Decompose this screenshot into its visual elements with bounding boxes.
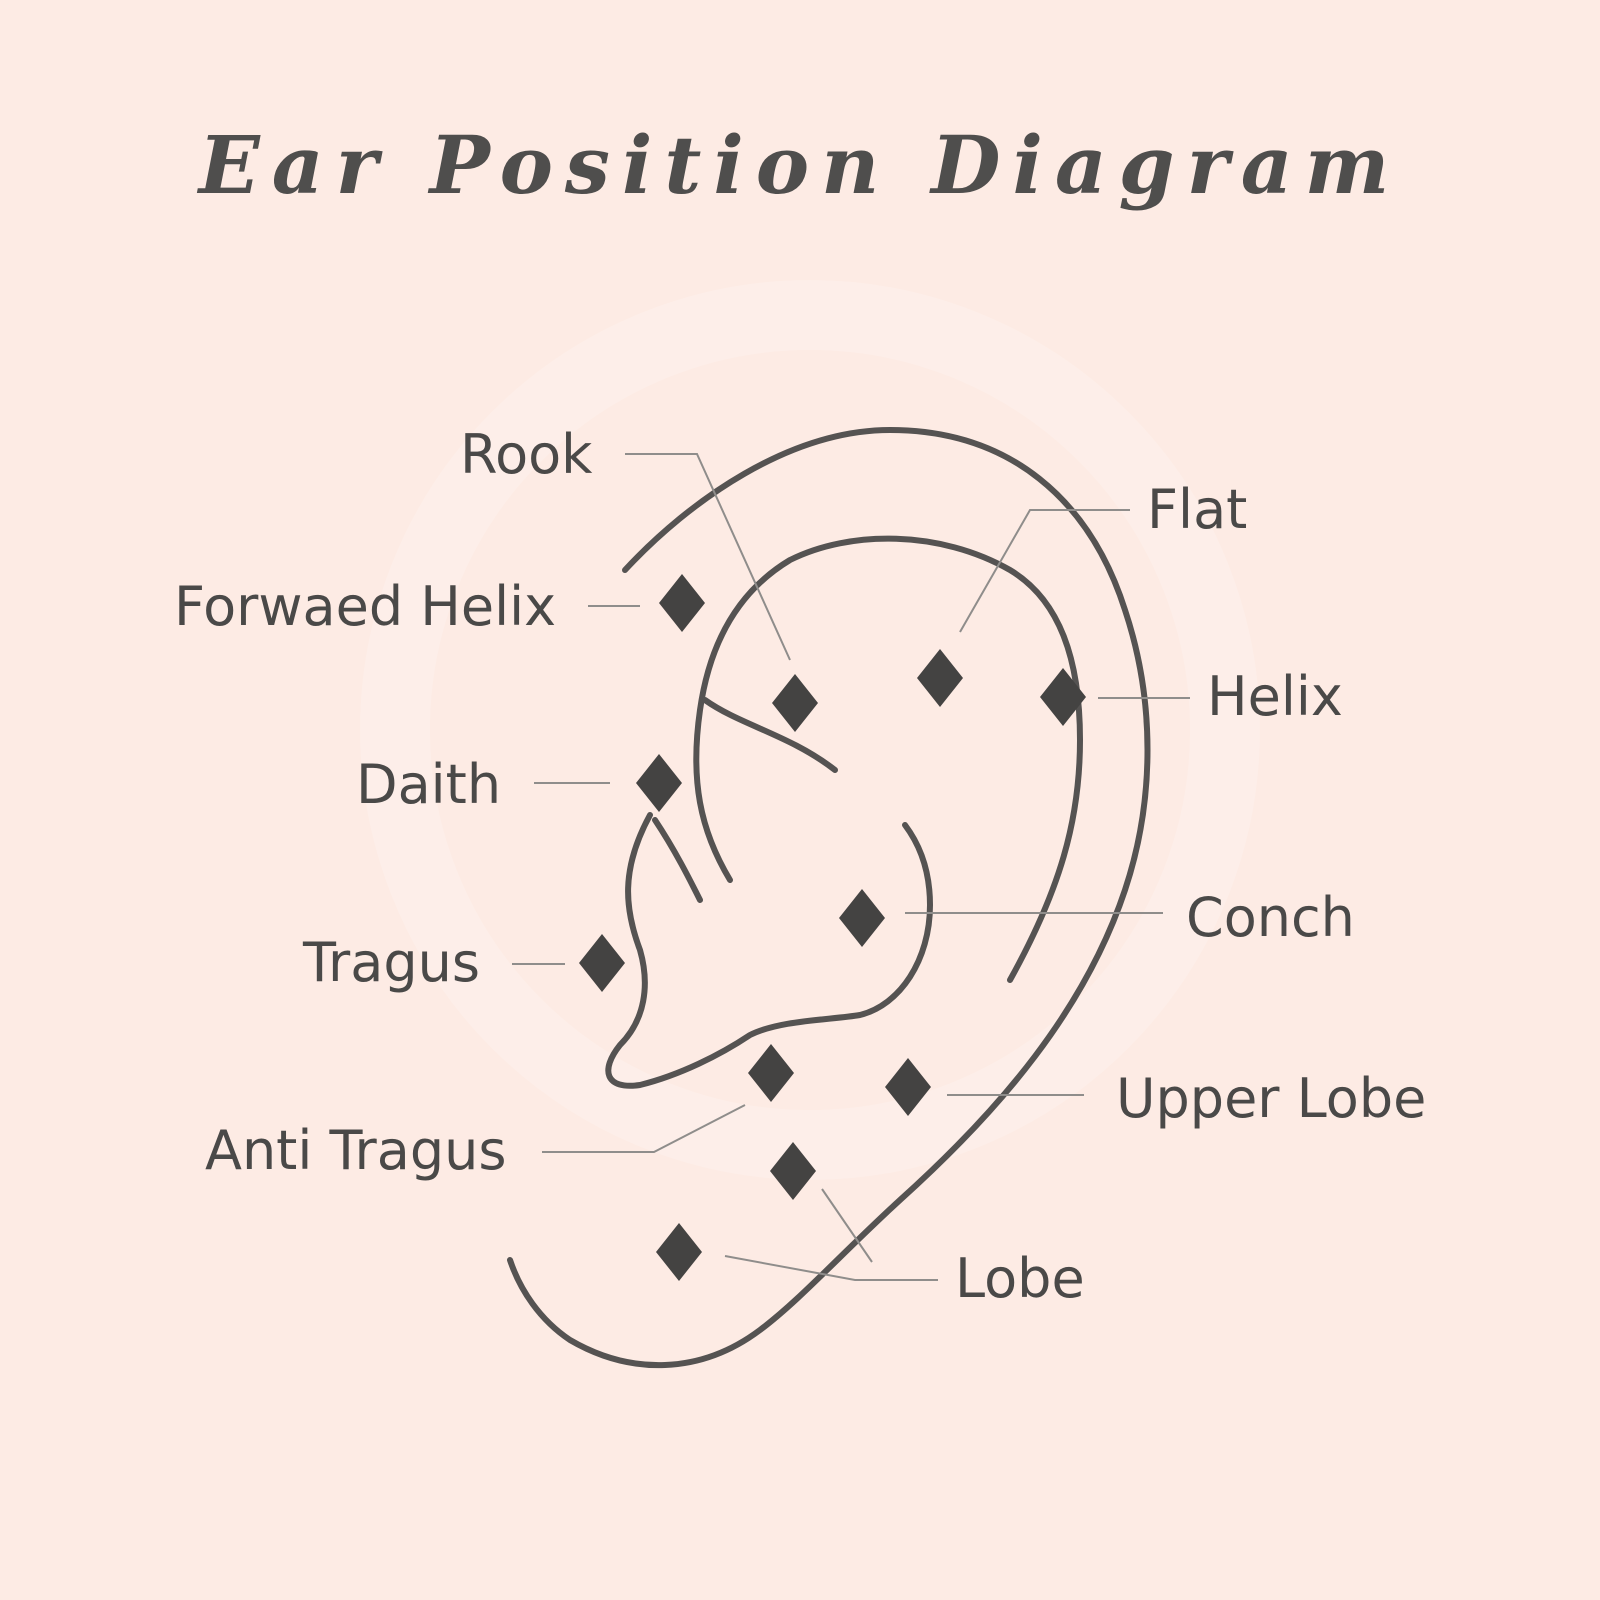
ear-concha-tragus-outline bbox=[605, 812, 933, 1089]
four-point-star-icon bbox=[770, 1142, 816, 1200]
four-point-star-icon bbox=[839, 889, 885, 947]
four-point-star-icon bbox=[656, 1223, 702, 1281]
lobe-leader-line bbox=[821, 1188, 873, 1263]
rook-leader-line bbox=[625, 453, 791, 661]
page-title: Ear Position Diagram bbox=[198, 118, 1402, 212]
four-point-star-icon bbox=[772, 674, 818, 732]
label-flat: Flat bbox=[1147, 478, 1248, 541]
label-daith: Daith bbox=[356, 753, 502, 816]
ear-outer-helix-outline bbox=[507, 427, 1151, 1369]
four-point-star-icon bbox=[579, 934, 625, 992]
flat-leader-line bbox=[959, 509, 1130, 633]
label-conch: Conch bbox=[1186, 886, 1355, 949]
label-lobe: Lobe bbox=[955, 1247, 1085, 1310]
label-upper-lobe: Upper Lobe bbox=[1116, 1067, 1427, 1130]
label-anti-tragus: Anti Tragus bbox=[205, 1119, 507, 1182]
label-helix: Helix bbox=[1207, 665, 1343, 728]
ear-antitragus-ridge bbox=[652, 817, 703, 903]
four-point-star-icon bbox=[917, 649, 963, 707]
label-rook: Rook bbox=[460, 423, 593, 486]
anti-tragus-leader-line bbox=[542, 1104, 746, 1153]
four-point-star-icon bbox=[659, 574, 705, 632]
four-point-star-icon bbox=[748, 1044, 794, 1102]
ear-antihelix-branch bbox=[702, 697, 838, 773]
four-point-star-icon bbox=[885, 1058, 931, 1116]
label-tragus: Tragus bbox=[303, 931, 480, 994]
label-forward-helix: Forwaed Helix bbox=[174, 575, 557, 638]
four-point-star-icon bbox=[636, 754, 682, 812]
four-point-star-icon bbox=[1040, 668, 1086, 726]
ear-inner-helix-outline bbox=[693, 535, 1083, 983]
lobe-leader-line-2 bbox=[724, 1255, 938, 1281]
